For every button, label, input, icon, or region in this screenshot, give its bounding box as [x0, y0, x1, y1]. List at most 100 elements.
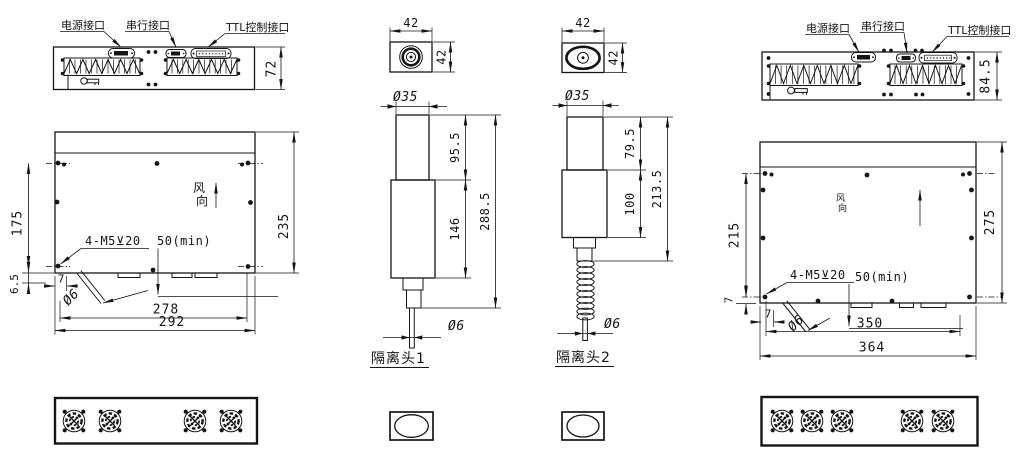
ttl-connector-label: TTL控制接口 — [947, 23, 1011, 37]
svg-text:6.5: 6.5 — [8, 274, 21, 294]
head2-dim-top-width: 42 — [561, 16, 605, 42]
svg-text:Ø35: Ø35 — [393, 90, 418, 105]
clearance-note: 50(min) — [156, 234, 278, 297]
unit-large-front-view — [760, 395, 979, 447]
rear-height-dim-large: 84.5 — [975, 51, 1002, 101]
vent-grille-left — [60, 57, 144, 76]
fan-icon — [899, 408, 925, 434]
svg-text:向: 向 — [838, 202, 847, 214]
head2-title: 隔离头2 — [555, 349, 614, 367]
svg-text:42: 42 — [435, 49, 449, 64]
svg-text:364: 364 — [859, 341, 885, 356]
svg-text:100: 100 — [623, 192, 637, 215]
dim-278: 278 — [59, 273, 248, 322]
fan-icon — [61, 408, 87, 434]
fan-icon — [799, 408, 825, 434]
head2-dim-upper: 79.5 — [604, 116, 673, 171]
svg-text:213.5: 213.5 — [650, 170, 664, 209]
dim-7-offset: 7 — [44, 273, 78, 291]
dim-275: 275 — [977, 141, 1007, 304]
ttl-connector-label: TTL控制接口 — [225, 20, 289, 34]
mount-holes-note: 4-M5⊻20 — [766, 268, 854, 295]
svg-text:Ø6: Ø6 — [604, 317, 621, 332]
serial-connector — [896, 53, 916, 63]
svg-text:146: 146 — [448, 217, 462, 240]
svg-text:42: 42 — [607, 50, 621, 65]
svg-text:42: 42 — [575, 16, 590, 30]
head1-title: 隔离头1 — [370, 350, 429, 368]
head2-dim-cable-dia: Ø6 — [557, 317, 621, 336]
svg-text:288.5: 288.5 — [478, 192, 492, 231]
screw-holes — [760, 171, 974, 304]
svg-text:95.5: 95.5 — [448, 132, 462, 163]
dim-235: 235 — [256, 131, 299, 274]
svg-text:4-M5⊻20: 4-M5⊻20 — [790, 268, 846, 282]
key-switch-icon — [80, 77, 100, 85]
fan-icon — [769, 408, 795, 434]
head1-dim-top-height: 42 — [433, 41, 455, 73]
svg-text:350: 350 — [857, 317, 883, 332]
head1-top-view — [389, 41, 433, 73]
dim-364: 364 — [759, 306, 977, 360]
head1-cable — [409, 307, 415, 349]
svg-text:7: 7 — [723, 297, 736, 304]
dim-6-5: 6.5 — [8, 261, 54, 294]
dim-7-offset: 7 — [750, 308, 785, 327]
svg-text:7: 7 — [765, 308, 772, 321]
svg-text:隔离头1: 隔离头1 — [371, 350, 426, 367]
dim-350: 350 — [765, 301, 961, 336]
dim-292: 292 — [54, 276, 256, 335]
svg-text:42: 42 — [403, 16, 418, 30]
serial-connector-label: 串行接口 — [126, 19, 170, 32]
head2-cable — [582, 317, 588, 341]
head2-dim-body-dia: Ø35 — [552, 89, 619, 116]
fan-icon — [97, 408, 123, 434]
head2-bottom-view — [561, 411, 605, 441]
head2-dim-total: 213.5 — [593, 116, 673, 262]
key-switch-icon — [787, 86, 808, 95]
vent-grille-right — [163, 57, 241, 76]
clearance-note: 50(min) — [847, 270, 963, 329]
head1-dim-lower: 146 — [436, 179, 471, 279]
serial-connector — [165, 49, 187, 58]
ttl-connector — [918, 52, 958, 64]
power-connector — [108, 48, 135, 59]
vent-grille-right — [886, 63, 966, 86]
airflow-annotation: 风 向 — [836, 189, 922, 226]
power-connector — [851, 52, 876, 63]
airflow-annotation: 风 向 — [193, 181, 218, 208]
head1-dim-upper: 95.5 — [430, 114, 501, 181]
rear-height-dim-small: 72 — [255, 46, 285, 91]
head1-dim-cable-dia: Ø6 — [383, 319, 465, 340]
head1-dim-total: 288.5 — [421, 114, 501, 309]
svg-text:Ø35: Ø35 — [565, 89, 590, 104]
svg-text:175: 175 — [11, 210, 26, 236]
svg-text:215: 215 — [728, 222, 743, 248]
unit-small-rear-view: 电源接口 串行接口 TTL控制接口 — [52, 18, 289, 91]
head2-dim-lower: 100 — [608, 169, 646, 239]
svg-text:50(min): 50(min) — [855, 270, 909, 284]
unit-large-rear-view: 电源接口 串行接口 TTL控制接口 — [761, 20, 1011, 101]
hole-dia-label: Ø6 — [60, 286, 82, 308]
svg-text:84.5: 84.5 — [979, 58, 994, 93]
isolation-head-1-views: 42 42 Ø35 95.5 146 — [370, 16, 501, 441]
svg-text:275: 275 — [983, 209, 998, 235]
fan-icon — [930, 408, 956, 434]
unit-small-front-view — [53, 396, 259, 445]
svg-text:278: 278 — [153, 303, 179, 318]
svg-text:292: 292 — [159, 315, 185, 330]
power-connector-label: 电源接口 — [806, 21, 850, 35]
unit-large-top-view: 风 向 215 7 7 Ø6 4-M5⊻20 — [723, 141, 1007, 360]
head2-strain-relief-coil — [576, 260, 595, 321]
head1-body — [390, 114, 436, 349]
svg-text:7: 7 — [58, 273, 65, 286]
svg-text:向: 向 — [196, 193, 208, 208]
head2-top-view — [561, 42, 605, 74]
head1-dim-top-width: 42 — [389, 16, 433, 41]
svg-text:隔离头2: 隔离头2 — [556, 349, 611, 366]
svg-text:Ø6: Ø6 — [448, 319, 465, 334]
svg-text:235: 235 — [277, 213, 292, 239]
head2-dim-top-height: 42 — [605, 42, 627, 74]
